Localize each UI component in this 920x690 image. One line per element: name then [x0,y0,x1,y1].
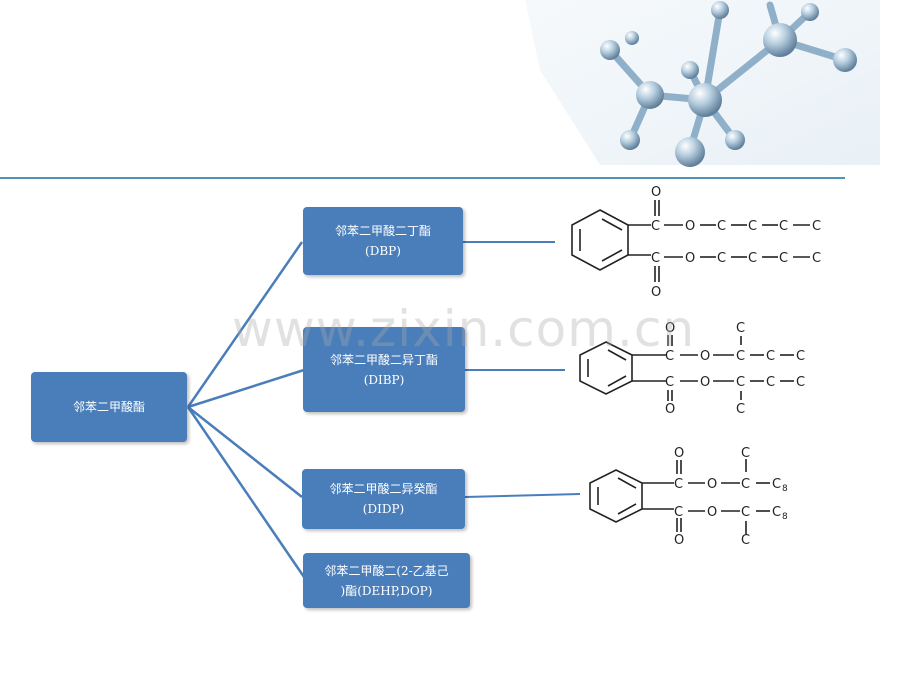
atom-label: C [736,349,745,364]
atom-label: C [748,251,757,266]
atom-label: O [651,285,661,300]
atom-label: 8 [782,484,788,494]
atom-label: C [812,219,821,234]
atom-label: C [736,321,745,336]
atom-label: C [665,349,674,364]
node-dehp-name: 邻苯二甲酸二(2-乙基己 [324,563,449,578]
atom-label: C [651,251,660,266]
atom-label: O [674,446,684,461]
didp-structure: O C O C C C 8 C O C C 8 C O [589,446,788,548]
connector-dbp [186,241,304,408]
root-node-phthalates[interactable]: 邻苯二甲酸酯 [31,372,187,442]
atom-label: C [796,375,805,390]
atom-label: C [651,219,660,234]
atom-label: C [766,349,775,364]
atom-label: C [741,446,750,461]
dbp-structure: O C O C C C C C O C C C C O [571,185,821,300]
node-dbp-abbr: (DBP) [365,244,401,258]
node-dehp-abbr: )酯(DEHP,DOP) [340,583,433,598]
atom-label: C [717,219,726,234]
dibp-structure: O C O C C C C C O C C C C O [579,321,805,417]
atom-label: O [685,219,695,234]
atom-label: O [700,349,710,364]
atom-label: C [766,375,775,390]
link-didp-structure [464,493,581,498]
atom-label: O [674,533,684,548]
node-dbp-name: 邻苯二甲酸二丁酯 [334,224,431,238]
connector-dibp [187,368,305,409]
atom-label: C [674,477,683,492]
node-dehp[interactable]: 邻苯二甲酸二(2-乙基己 )酯(DEHP,DOP) [303,553,470,608]
node-didp[interactable]: 邻苯二甲酸二异癸酯 (DIDP) [302,469,465,529]
atom-label: O [651,185,661,200]
atom-label: C [779,251,788,266]
atom-label: C [772,477,781,492]
atom-label: C [741,477,750,492]
atom-label: C [748,219,757,234]
atom-label: C [665,375,674,390]
atom-label: C [779,219,788,234]
connector-dehp [186,406,306,578]
node-didp-name: 邻苯二甲酸二异癸酯 [329,482,438,496]
atom-label: 8 [782,512,788,522]
atom-label: O [665,402,675,417]
node-dibp-abbr: (DIBP) [363,372,405,387]
node-dbp[interactable]: 邻苯二甲酸二丁酯 (DBP) [303,207,463,275]
root-node-label: 邻苯二甲酸酯 [72,400,145,414]
atom-label: O [685,251,695,266]
atom-label: C [741,533,750,548]
node-didp-abbr: (DIDP) [362,502,405,516]
node-dibp[interactable]: 邻苯二甲酸二异丁酯 (DIBP) [303,327,465,412]
header-divider [0,177,845,179]
atom-label: O [707,477,717,492]
molecule-illustration-icon [525,0,880,167]
connector-didp [187,406,303,498]
atom-label: C [812,251,821,266]
atom-label: O [665,321,675,336]
atom-label: O [707,505,717,520]
atom-label: C [736,375,745,390]
atom-label: C [736,402,745,417]
node-dibp-name: 邻苯二甲酸二异丁酯 [329,352,438,367]
atom-label: C [772,505,781,520]
atom-label: O [700,375,710,390]
atom-label: C [796,349,805,364]
atom-label: C [717,251,726,266]
atom-label: C [674,505,683,520]
watermark: www.zixin.com.cn [232,300,696,358]
atom-label: C [741,505,750,520]
